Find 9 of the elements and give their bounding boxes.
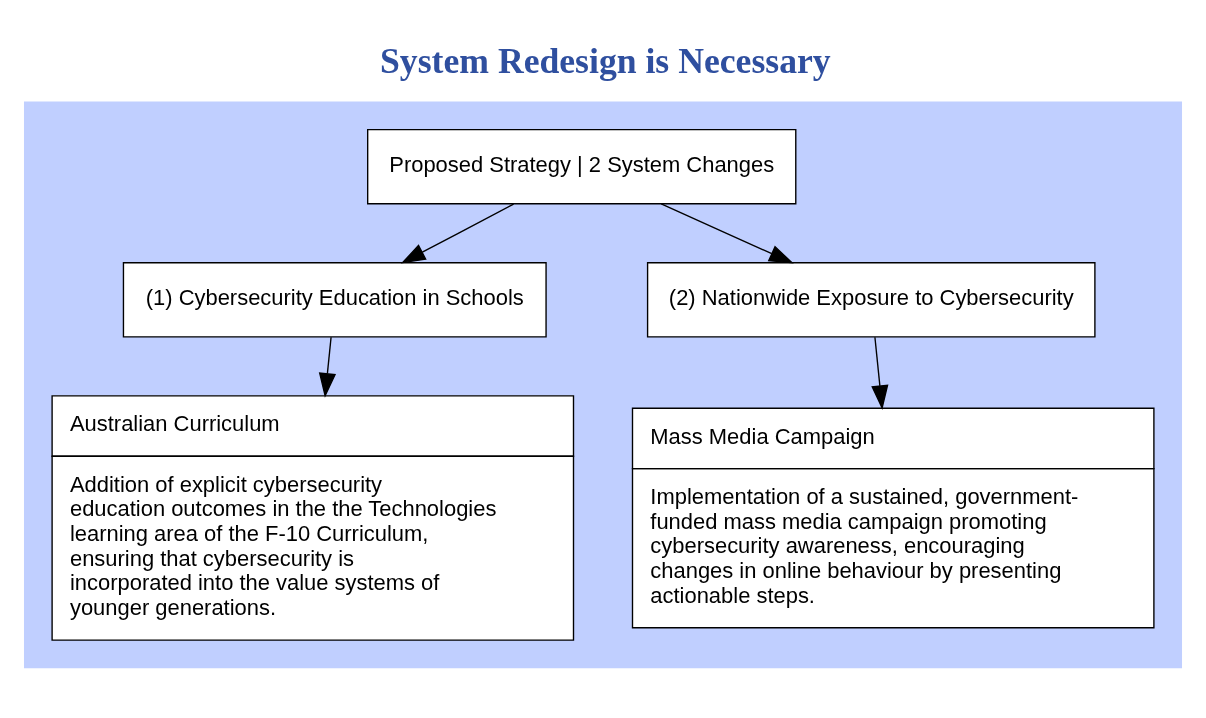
arrow	[318, 336, 337, 398]
arrow	[660, 202, 794, 264]
node-box: Proposed Strategy | 2 System Changes	[367, 128, 797, 204]
node-box: (2) Nationwide Exposure to Cybersecurity	[646, 261, 1096, 338]
arrow	[871, 336, 889, 410]
node-box: (1) Cybersecurity Education in Schools	[122, 261, 547, 338]
cluster	[23, 101, 1183, 668]
diagram-title: System Redesign is Necessary	[380, 40, 831, 81]
arrow	[400, 202, 515, 264]
